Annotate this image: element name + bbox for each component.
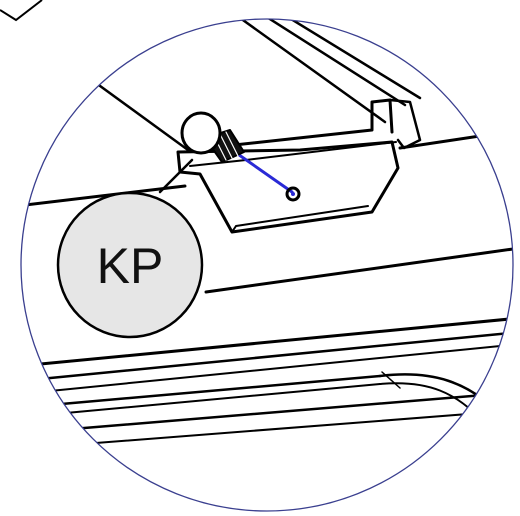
bolt-axis-line: [230, 148, 294, 194]
screw-head: [180, 111, 222, 155]
callout-circle: [56, 191, 204, 339]
bolt-hole-center: [291, 192, 295, 196]
bolt-hole: [285, 186, 301, 202]
curved-groove-inner: [379, 382, 491, 431]
callout-leader-line: [158, 158, 194, 194]
upper-frame-rails: [83, 19, 422, 152]
leader-bracket-line: [0, 0, 43, 22]
bracket-lower-line: [231, 205, 369, 233]
panel-right-block: [388, 98, 422, 150]
callout-bubble: KP: [56, 191, 204, 339]
magnified-view: [21, 19, 513, 446]
screw: [180, 111, 245, 163]
panel-top-edge: [186, 98, 394, 152]
groove-divider: [381, 371, 401, 389]
lower-rails: [21, 316, 513, 446]
magnifier-ring: [20, 18, 514, 512]
callout-label: KP: [97, 238, 164, 294]
